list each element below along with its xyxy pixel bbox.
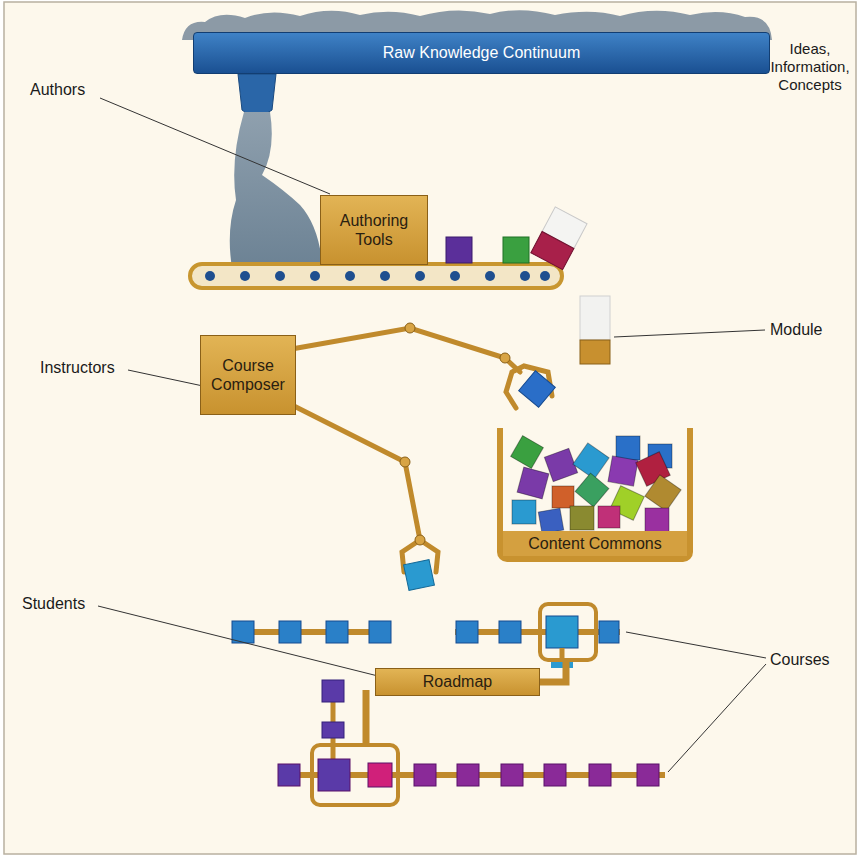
tool-box: Course Composer bbox=[200, 335, 296, 415]
callout-label: Ideas, Information, Concepts bbox=[764, 40, 856, 94]
module-block bbox=[503, 237, 529, 263]
course-chain bbox=[278, 680, 665, 805]
roadmap-box: Roadmap bbox=[375, 668, 540, 696]
node-label: Roadmap bbox=[419, 672, 496, 691]
module-block bbox=[531, 207, 587, 270]
node-label: Content Commons bbox=[503, 531, 687, 556]
course-chain bbox=[232, 604, 620, 668]
callout-label: Authors bbox=[30, 80, 85, 99]
callout-label: Module bbox=[770, 320, 822, 339]
commons-modules bbox=[511, 436, 681, 534]
callout-label: Instructors bbox=[40, 358, 115, 377]
node-label: Raw Knowledge Continuum bbox=[379, 43, 584, 62]
leader-line bbox=[98, 54, 766, 772]
node-label: Authoring Tools bbox=[321, 211, 427, 249]
node-label: Course Composer bbox=[201, 356, 295, 394]
callout-label: Students bbox=[22, 594, 85, 613]
arm-joint bbox=[400, 323, 510, 545]
module-block bbox=[446, 237, 472, 263]
knowledge-stream bbox=[230, 112, 322, 268]
callout-label: Courses bbox=[770, 650, 830, 669]
knowledge-bar: Raw Knowledge Continuum bbox=[193, 32, 770, 74]
frame bbox=[4, 2, 856, 854]
module-block bbox=[519, 371, 556, 408]
module-block bbox=[404, 560, 435, 591]
tool-box: Authoring Tools bbox=[320, 195, 428, 265]
module-block bbox=[580, 340, 610, 364]
conveyor-belt bbox=[190, 264, 562, 288]
content-bin: Content Commons bbox=[497, 428, 693, 562]
roadmap-frame bbox=[366, 660, 566, 745]
conveyor-rollers bbox=[205, 271, 550, 281]
module-block bbox=[580, 296, 610, 340]
